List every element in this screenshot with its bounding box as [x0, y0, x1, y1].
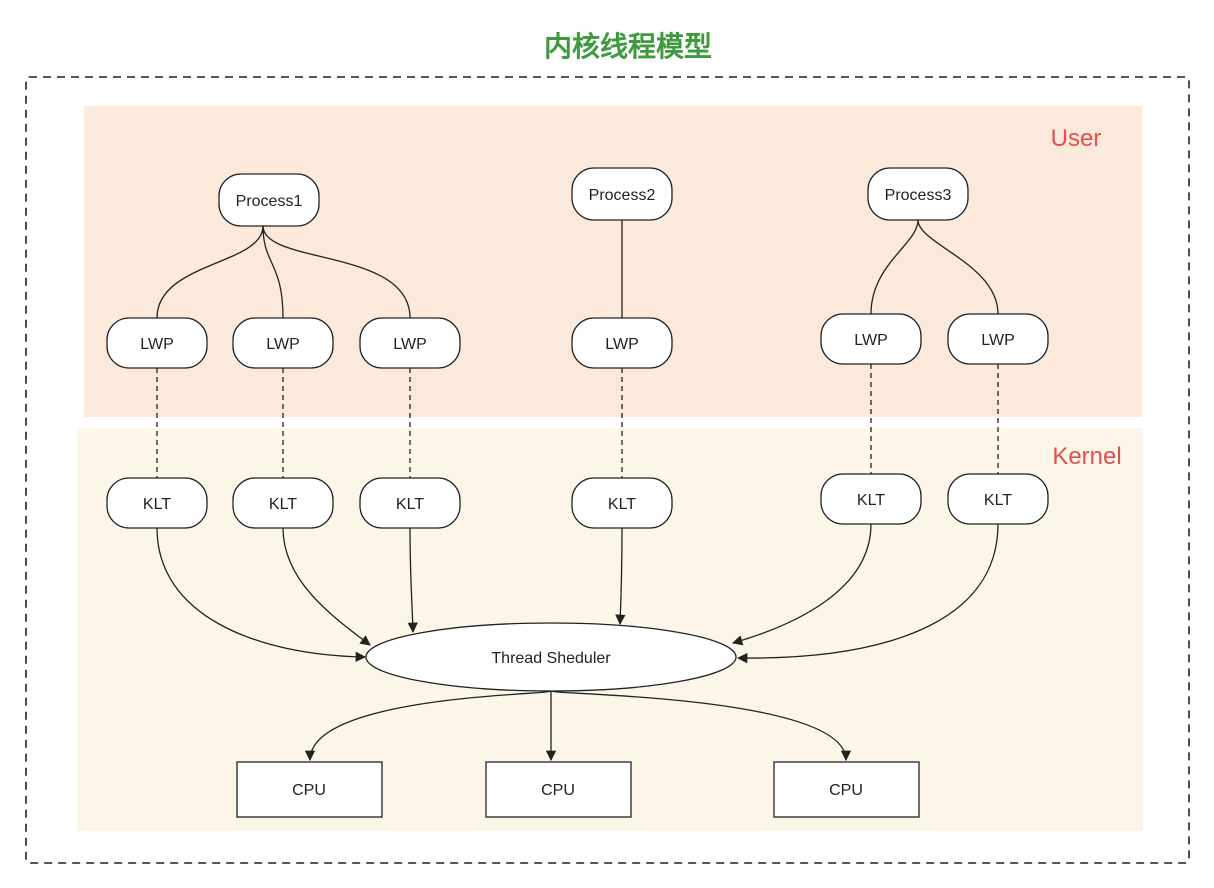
klt-node-5: KLT: [820, 473, 922, 525]
lwp-node-4: LWP: [571, 317, 673, 369]
lwp-label: LWP: [140, 336, 173, 353]
process-lwp-connectors: [156, 219, 999, 319]
connector-klt3-scheduler: [407, 527, 418, 634]
connector-klt4-scheduler: [615, 527, 626, 626]
thread-scheduler-node: Thread Sheduler: [365, 622, 737, 692]
connector-klt6-scheduler: [736, 523, 999, 664]
klt-label: KLT: [396, 496, 424, 513]
klt-node-6: KLT: [947, 473, 1049, 525]
lwp-nodes: LWP LWP LWP LWP LWP LWP: [106, 313, 1049, 369]
cpu-nodes: CPU CPU CPU: [236, 761, 920, 818]
lwp-klt-connectors: [156, 364, 999, 478]
lwp-node-3: LWP: [359, 317, 461, 369]
lwp-node-6: LWP: [947, 313, 1049, 365]
process-label: Process3: [885, 187, 952, 204]
process-node-3: Process3: [867, 167, 969, 221]
thread-scheduler-label: Thread Sheduler: [491, 650, 611, 667]
cpu-label: CPU: [829, 782, 863, 799]
process-label: Process2: [589, 187, 656, 204]
connector-klt5-scheduler: [732, 523, 872, 646]
lwp-label: LWP: [393, 336, 426, 353]
klt-label: KLT: [143, 496, 171, 513]
lwp-label: LWP: [854, 332, 887, 349]
cpu-label: CPU: [541, 782, 575, 799]
connector-p1-lwp2: [262, 225, 284, 319]
diagram-title: 内核线程模型: [544, 30, 712, 63]
klt-node-1: KLT: [106, 477, 208, 529]
connector-klt1-scheduler: [156, 527, 367, 663]
lwp-label: LWP: [981, 332, 1014, 349]
process-node-1: Process1: [218, 173, 320, 227]
scheduler-cpu-connectors: [304, 690, 852, 762]
lwp-node-2: LWP: [232, 317, 334, 369]
user-zone-label: User: [1051, 125, 1102, 152]
connector-p1-lwp3: [262, 225, 411, 319]
connector-scheduler-cpu3: [550, 690, 852, 762]
klt-label: KLT: [608, 496, 636, 513]
process-label: Process1: [236, 193, 303, 210]
lwp-label: LWP: [605, 336, 638, 353]
klt-scheduler-connectors: [156, 523, 999, 664]
klt-label: KLT: [269, 496, 297, 513]
cpu-node-3: CPU: [773, 761, 920, 818]
lwp-label: LWP: [266, 336, 299, 353]
cpu-node-1: CPU: [236, 761, 383, 818]
connector-scheduler-cpu1: [304, 690, 552, 762]
cpu-node-2: CPU: [485, 761, 632, 818]
klt-node-3: KLT: [359, 477, 461, 529]
klt-label: KLT: [857, 492, 885, 509]
connector-p3-lwp5: [870, 219, 919, 315]
klt-nodes: KLT KLT KLT KLT KLT KLT: [106, 473, 1049, 529]
lwp-node-1: LWP: [106, 317, 208, 369]
connector-p3-lwp6: [917, 219, 999, 315]
lwp-node-5: LWP: [820, 313, 922, 365]
cpu-label: CPU: [292, 782, 326, 799]
klt-node-2: KLT: [232, 477, 334, 529]
connector-klt2-scheduler: [282, 527, 371, 646]
kernel-zone-label: Kernel: [1052, 443, 1121, 470]
connector-p1-lwp1: [156, 225, 264, 319]
klt-node-4: KLT: [571, 477, 673, 529]
process-node-2: Process2: [571, 167, 673, 221]
klt-label: KLT: [984, 492, 1012, 509]
outer-frame: [25, 76, 1190, 864]
process-nodes: Process1 Process2 Process3: [218, 167, 969, 227]
user-zone: [84, 106, 1142, 417]
